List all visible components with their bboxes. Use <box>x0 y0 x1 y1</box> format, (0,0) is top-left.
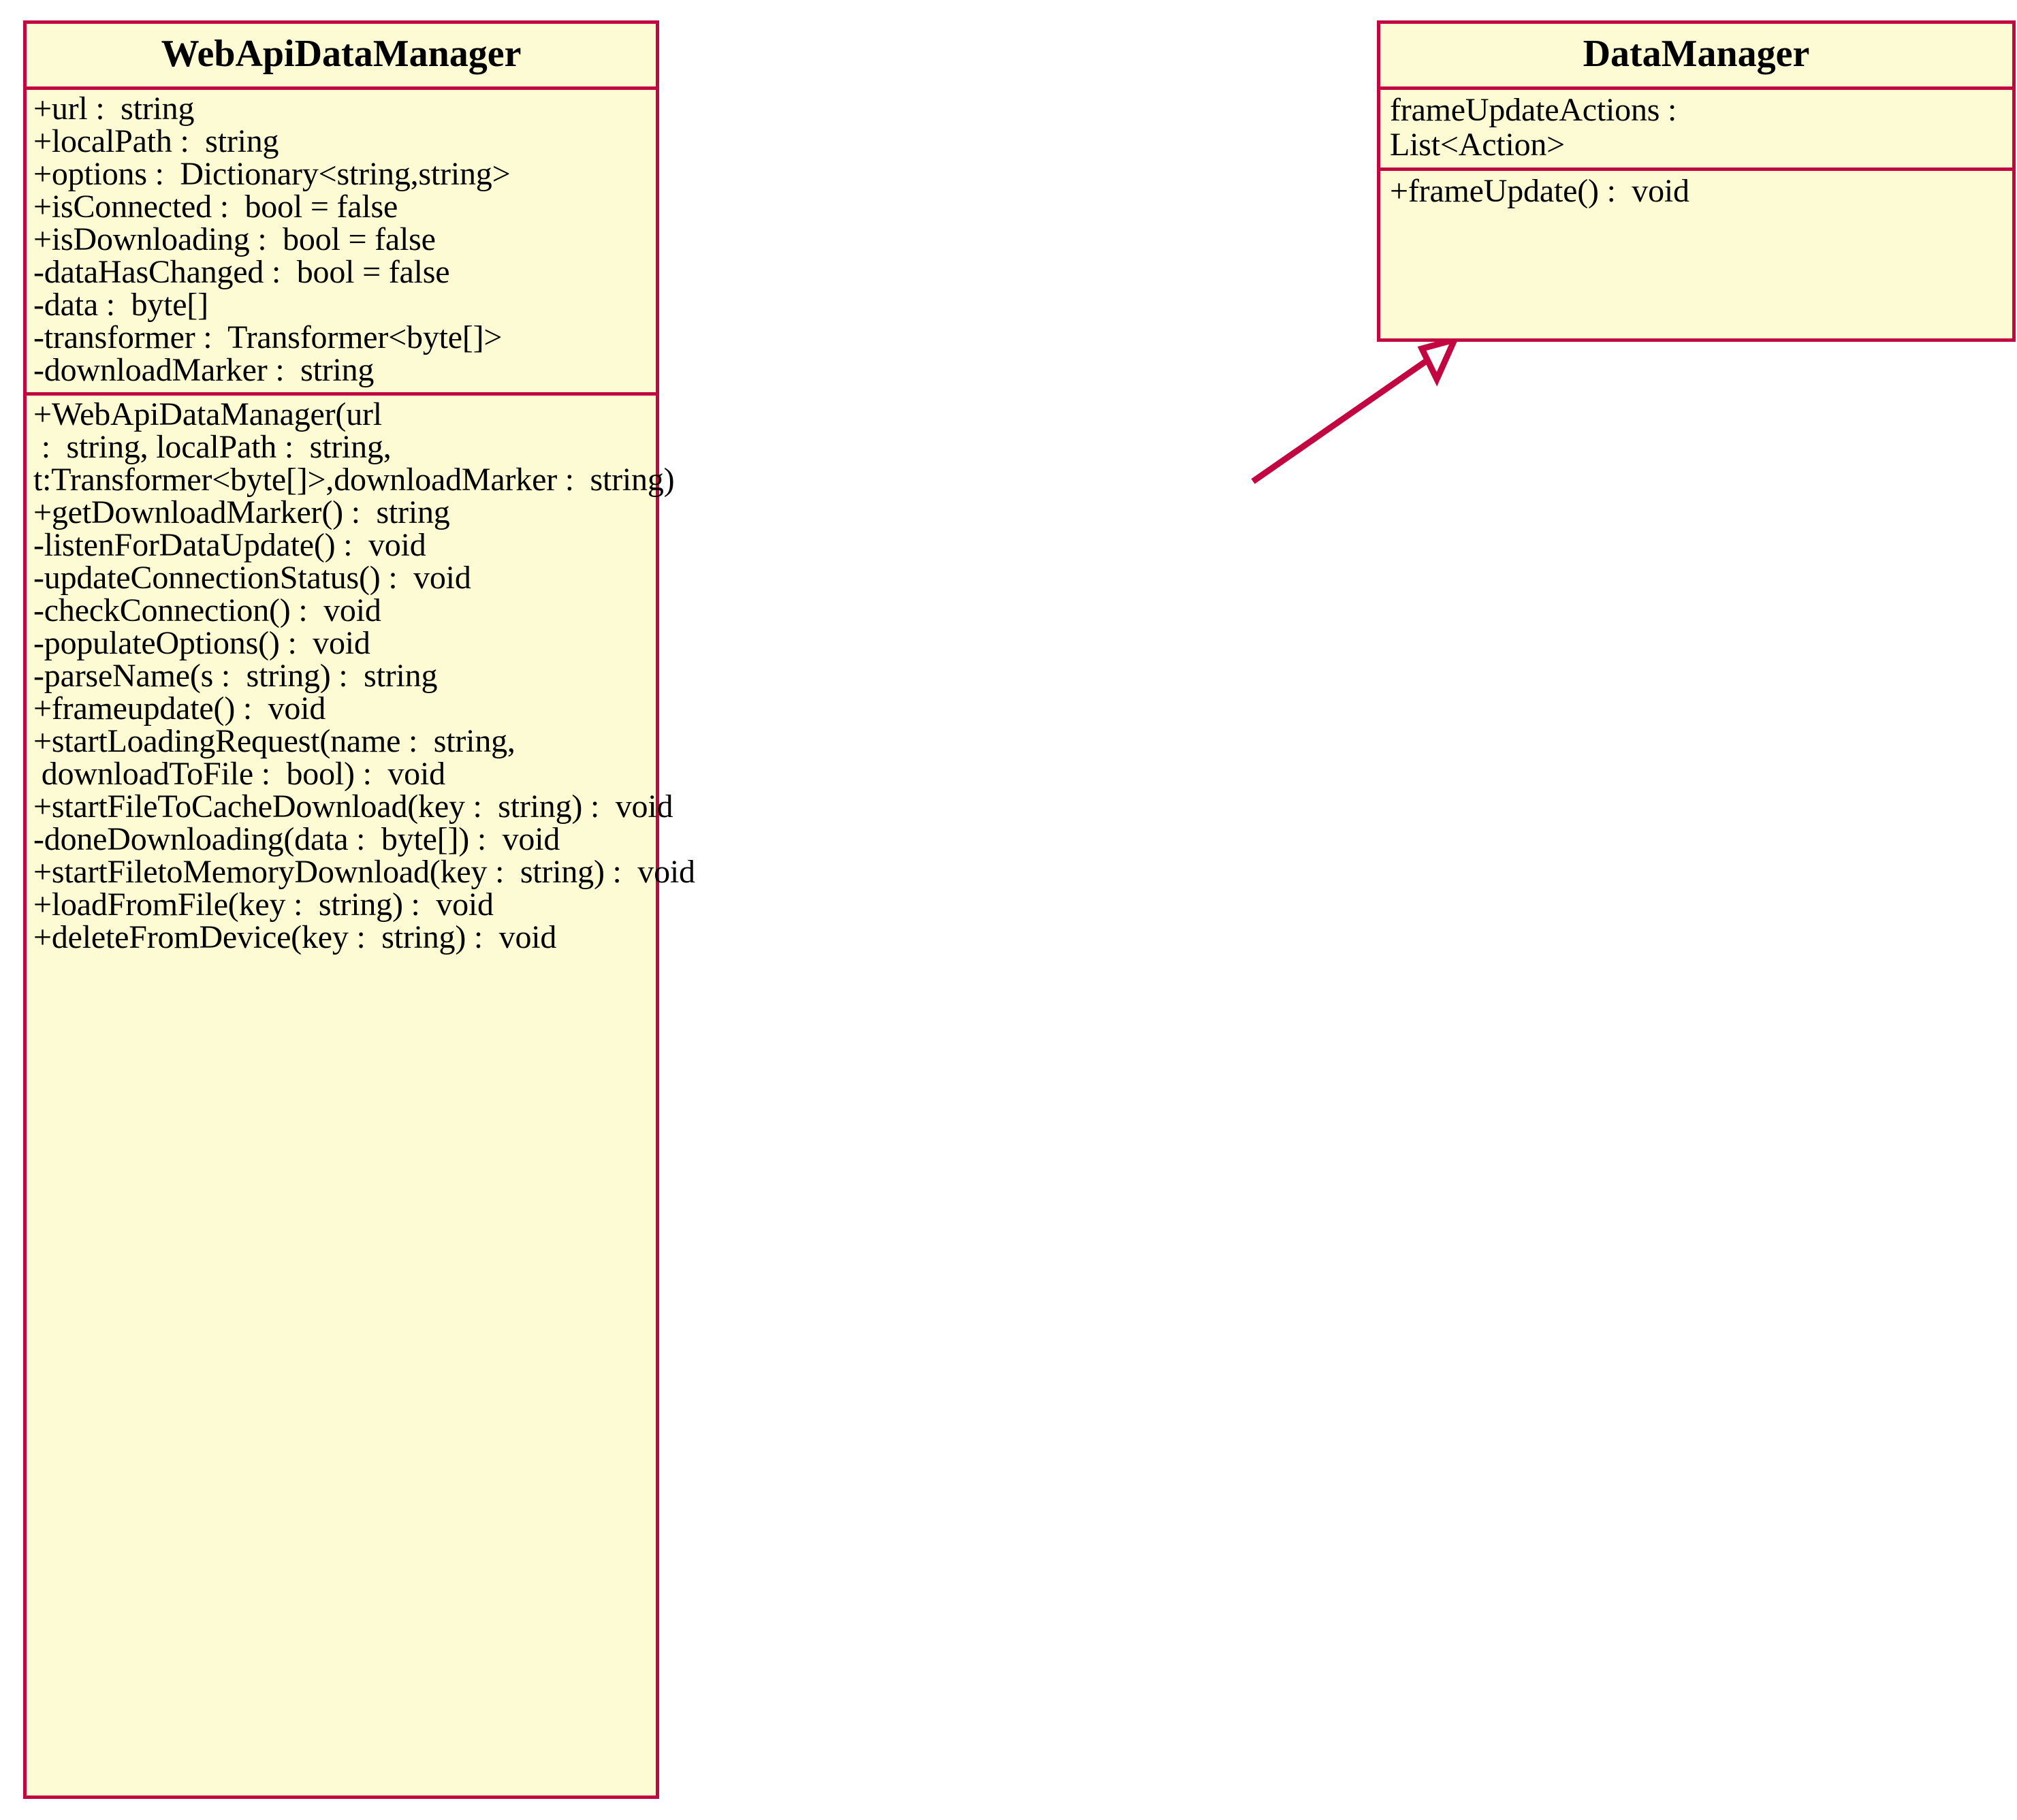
method-row: +startFileToCacheDownload(key : string) … <box>33 788 673 825</box>
class-box-datamanager[interactable]: DataManager frameUpdateActions : List<Ac… <box>1377 20 2016 342</box>
method-row: +loadFromFile(key : string) : void <box>33 887 494 923</box>
methods-compartment-datamanager: +frameUpdate() : void <box>1380 167 2012 214</box>
method-row: -parseName(s : string) : string <box>33 658 438 694</box>
hollow-triangle-arrowhead <box>1417 335 1460 387</box>
attribute-row: +isDownloading : bool = false <box>33 221 436 257</box>
method-row: +deleteFromDevice(key : string) : void <box>33 919 557 955</box>
method-row: -listenForDataUpdate() : void <box>33 527 426 563</box>
method-row: -updateConnectionStatus() : void <box>33 560 471 596</box>
method-row: downloadToFile : bool) : void <box>33 756 445 792</box>
generalization-line <box>1251 355 1433 484</box>
method-row: -checkConnection() : void <box>33 592 381 628</box>
attribute-row: +url : string <box>33 91 195 127</box>
method-row: +startLoadingRequest(name : string, <box>33 723 515 759</box>
attribute-row: +isConnected : bool = false <box>33 189 398 225</box>
method-row: -populateOptions() : void <box>33 625 370 661</box>
class-name-webapidatamanager: WebApiDataManager <box>161 33 522 75</box>
method-row: : string, localPath : string, <box>33 429 392 465</box>
method-row: -doneDownloading(data : byte[]) : void <box>33 821 560 857</box>
attribute-row: +localPath : string <box>33 123 279 159</box>
methods-compartment-webapidatamanager: +WebApiDataManager(url : string, localPa… <box>27 392 695 959</box>
method-row: +startFiletoMemoryDownload(key : string)… <box>33 854 695 890</box>
attribute-row: List<Action> <box>1390 127 1566 163</box>
attribute-row: frameUpdateActions : <box>1390 92 1677 128</box>
class-box-webapidatamanager[interactable]: WebApiDataManager +url : string +localPa… <box>23 20 695 1799</box>
method-row: +frameUpdate() : void <box>1390 173 1689 209</box>
attribute-row: -downloadMarker : string <box>33 352 375 388</box>
method-row: +getDownloadMarker() : string <box>33 494 450 530</box>
attribute-row: +options : Dictionary<string,string> <box>33 156 511 192</box>
method-row: +WebApiDataManager(url <box>33 396 382 432</box>
attribute-row: -dataHasChanged : bool = false <box>33 254 450 290</box>
attribute-row: -data : byte[] <box>33 287 208 323</box>
attributes-compartment-datamanager: frameUpdateActions : List<Action> <box>1380 86 2012 167</box>
method-row: t:Transformer<byte[]>,downloadMarker : s… <box>33 462 675 498</box>
attribute-row: -transformer : Transformer<byte[]> <box>33 319 503 355</box>
class-name-datamanager: DataManager <box>1583 33 1810 75</box>
attributes-compartment-webapidatamanager: +url : string +localPath : string +optio… <box>27 86 656 392</box>
method-row: +frameupdate() : void <box>33 690 326 727</box>
